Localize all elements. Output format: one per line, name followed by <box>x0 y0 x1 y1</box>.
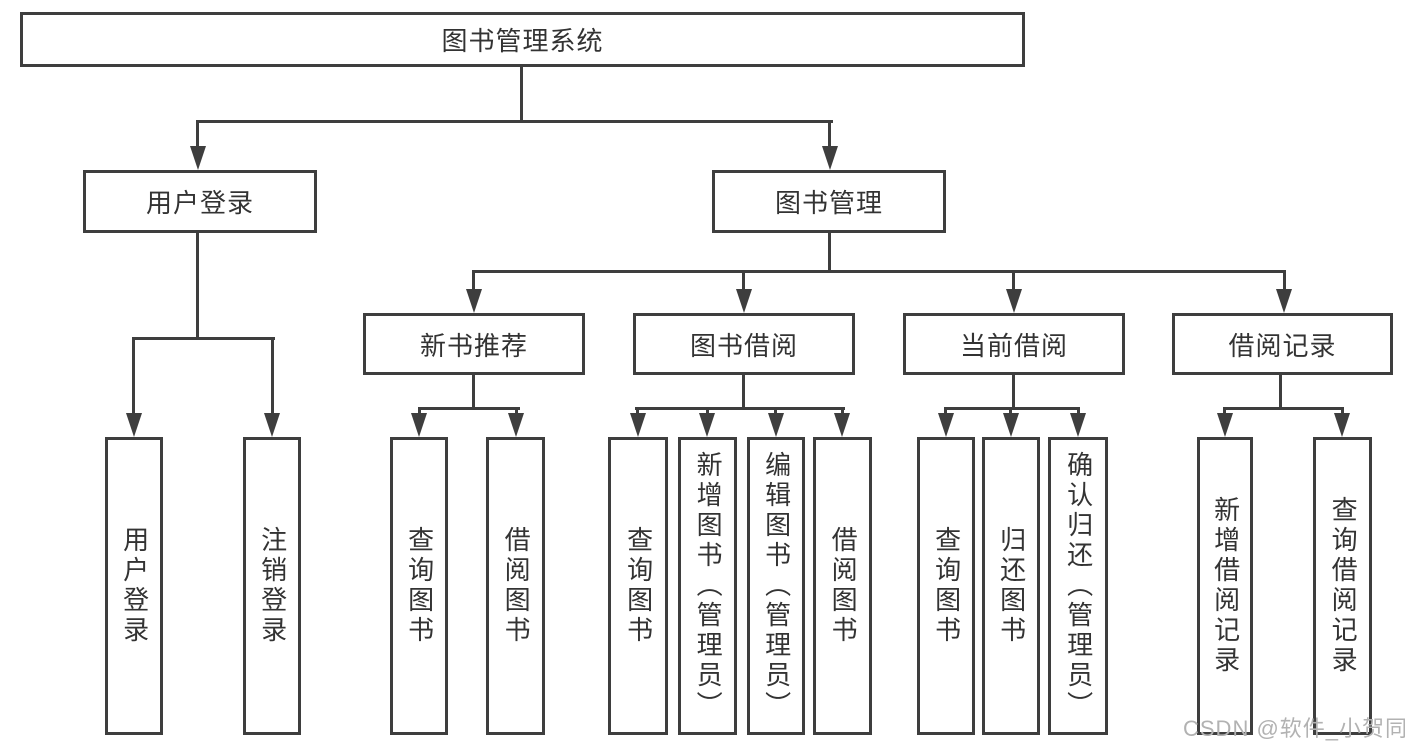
connector-line <box>271 337 274 415</box>
connector-line <box>472 270 1286 273</box>
node-add-borrow-record: 新增借阅记录 <box>1197 437 1253 735</box>
arrow-down-icon <box>1070 413 1086 437</box>
arrow-down-icon <box>190 146 206 170</box>
connector-line <box>742 270 745 292</box>
node-book-management: 图书管理 <box>712 170 946 233</box>
connector-line <box>132 337 275 340</box>
connector-line <box>196 120 833 123</box>
arrow-down-icon <box>834 413 850 437</box>
connector-line <box>742 375 745 410</box>
arrow-down-icon <box>1003 413 1019 437</box>
node-borrowing-records: 借阅记录 <box>1172 313 1393 375</box>
connector-line <box>520 67 523 123</box>
node-edit-book-admin: 编辑图书（管理员） <box>747 437 805 735</box>
connector-line <box>196 120 199 148</box>
node-borrowing-borrow-books: 借阅图书 <box>813 437 872 735</box>
connector-line <box>418 407 520 410</box>
node-borrowing-query-books: 查询图书 <box>608 437 668 735</box>
connector-line <box>1283 270 1286 292</box>
arrow-down-icon <box>264 413 280 437</box>
arrow-down-icon <box>1006 289 1022 313</box>
connector-line <box>1009 407 1012 417</box>
connector-line <box>1341 407 1344 417</box>
connector-line <box>1279 375 1282 410</box>
arrow-down-icon <box>699 413 715 437</box>
arrow-down-icon <box>938 413 954 437</box>
connector-line <box>828 120 831 148</box>
node-logout-action: 注销登录 <box>243 437 301 735</box>
node-confirm-return-admin: 确认归还（管理员） <box>1048 437 1108 735</box>
node-user-login-action: 用户登录 <box>105 437 163 735</box>
node-user-login: 用户登录 <box>83 170 317 233</box>
connector-line <box>1077 407 1080 417</box>
connector-line <box>841 407 844 417</box>
connector-line <box>196 233 199 340</box>
connector-line <box>635 407 845 410</box>
connector-line <box>828 233 831 273</box>
csdn-watermark: CSDN @软件_小贺同学 <box>1183 716 1405 741</box>
connector-line <box>636 407 639 417</box>
arrow-down-icon <box>1276 289 1292 313</box>
node-query-borrow-record: 查询借阅记录 <box>1313 437 1372 735</box>
connector-line <box>774 407 777 417</box>
node-current-borrowing: 当前借阅 <box>903 313 1125 375</box>
arrow-down-icon <box>411 413 427 437</box>
connector-line <box>472 375 475 410</box>
connector-line <box>1012 375 1015 410</box>
arrow-down-icon <box>466 289 482 313</box>
node-book-borrowing: 图书借阅 <box>633 313 855 375</box>
arrow-down-icon <box>508 413 524 437</box>
connector-line <box>1223 407 1344 410</box>
connector-line <box>418 407 421 417</box>
node-add-book-admin: 新增图书（管理员） <box>678 437 737 735</box>
arrow-down-icon <box>1217 413 1233 437</box>
arrow-down-icon <box>1334 413 1350 437</box>
connector-line <box>132 337 135 415</box>
arrow-down-icon <box>736 289 752 313</box>
connector-line <box>944 407 1080 410</box>
connector-line <box>944 407 947 417</box>
node-recommend-borrow-books: 借阅图书 <box>486 437 545 735</box>
arrow-down-icon <box>630 413 646 437</box>
arrow-down-icon <box>126 413 142 437</box>
node-return-books: 归还图书 <box>982 437 1040 735</box>
arrow-down-icon <box>822 146 838 170</box>
node-library-management-system: 图书管理系统 <box>20 12 1025 67</box>
connector-line <box>1012 270 1015 292</box>
node-new-book-recommendation: 新书推荐 <box>363 313 585 375</box>
arrow-down-icon <box>768 413 784 437</box>
connector-line <box>515 407 518 417</box>
node-current-query-books: 查询图书 <box>917 437 975 735</box>
connector-line <box>706 407 709 417</box>
connector-line <box>472 270 475 292</box>
node-recommend-query-books: 查询图书 <box>390 437 448 735</box>
connector-line <box>1223 407 1226 417</box>
